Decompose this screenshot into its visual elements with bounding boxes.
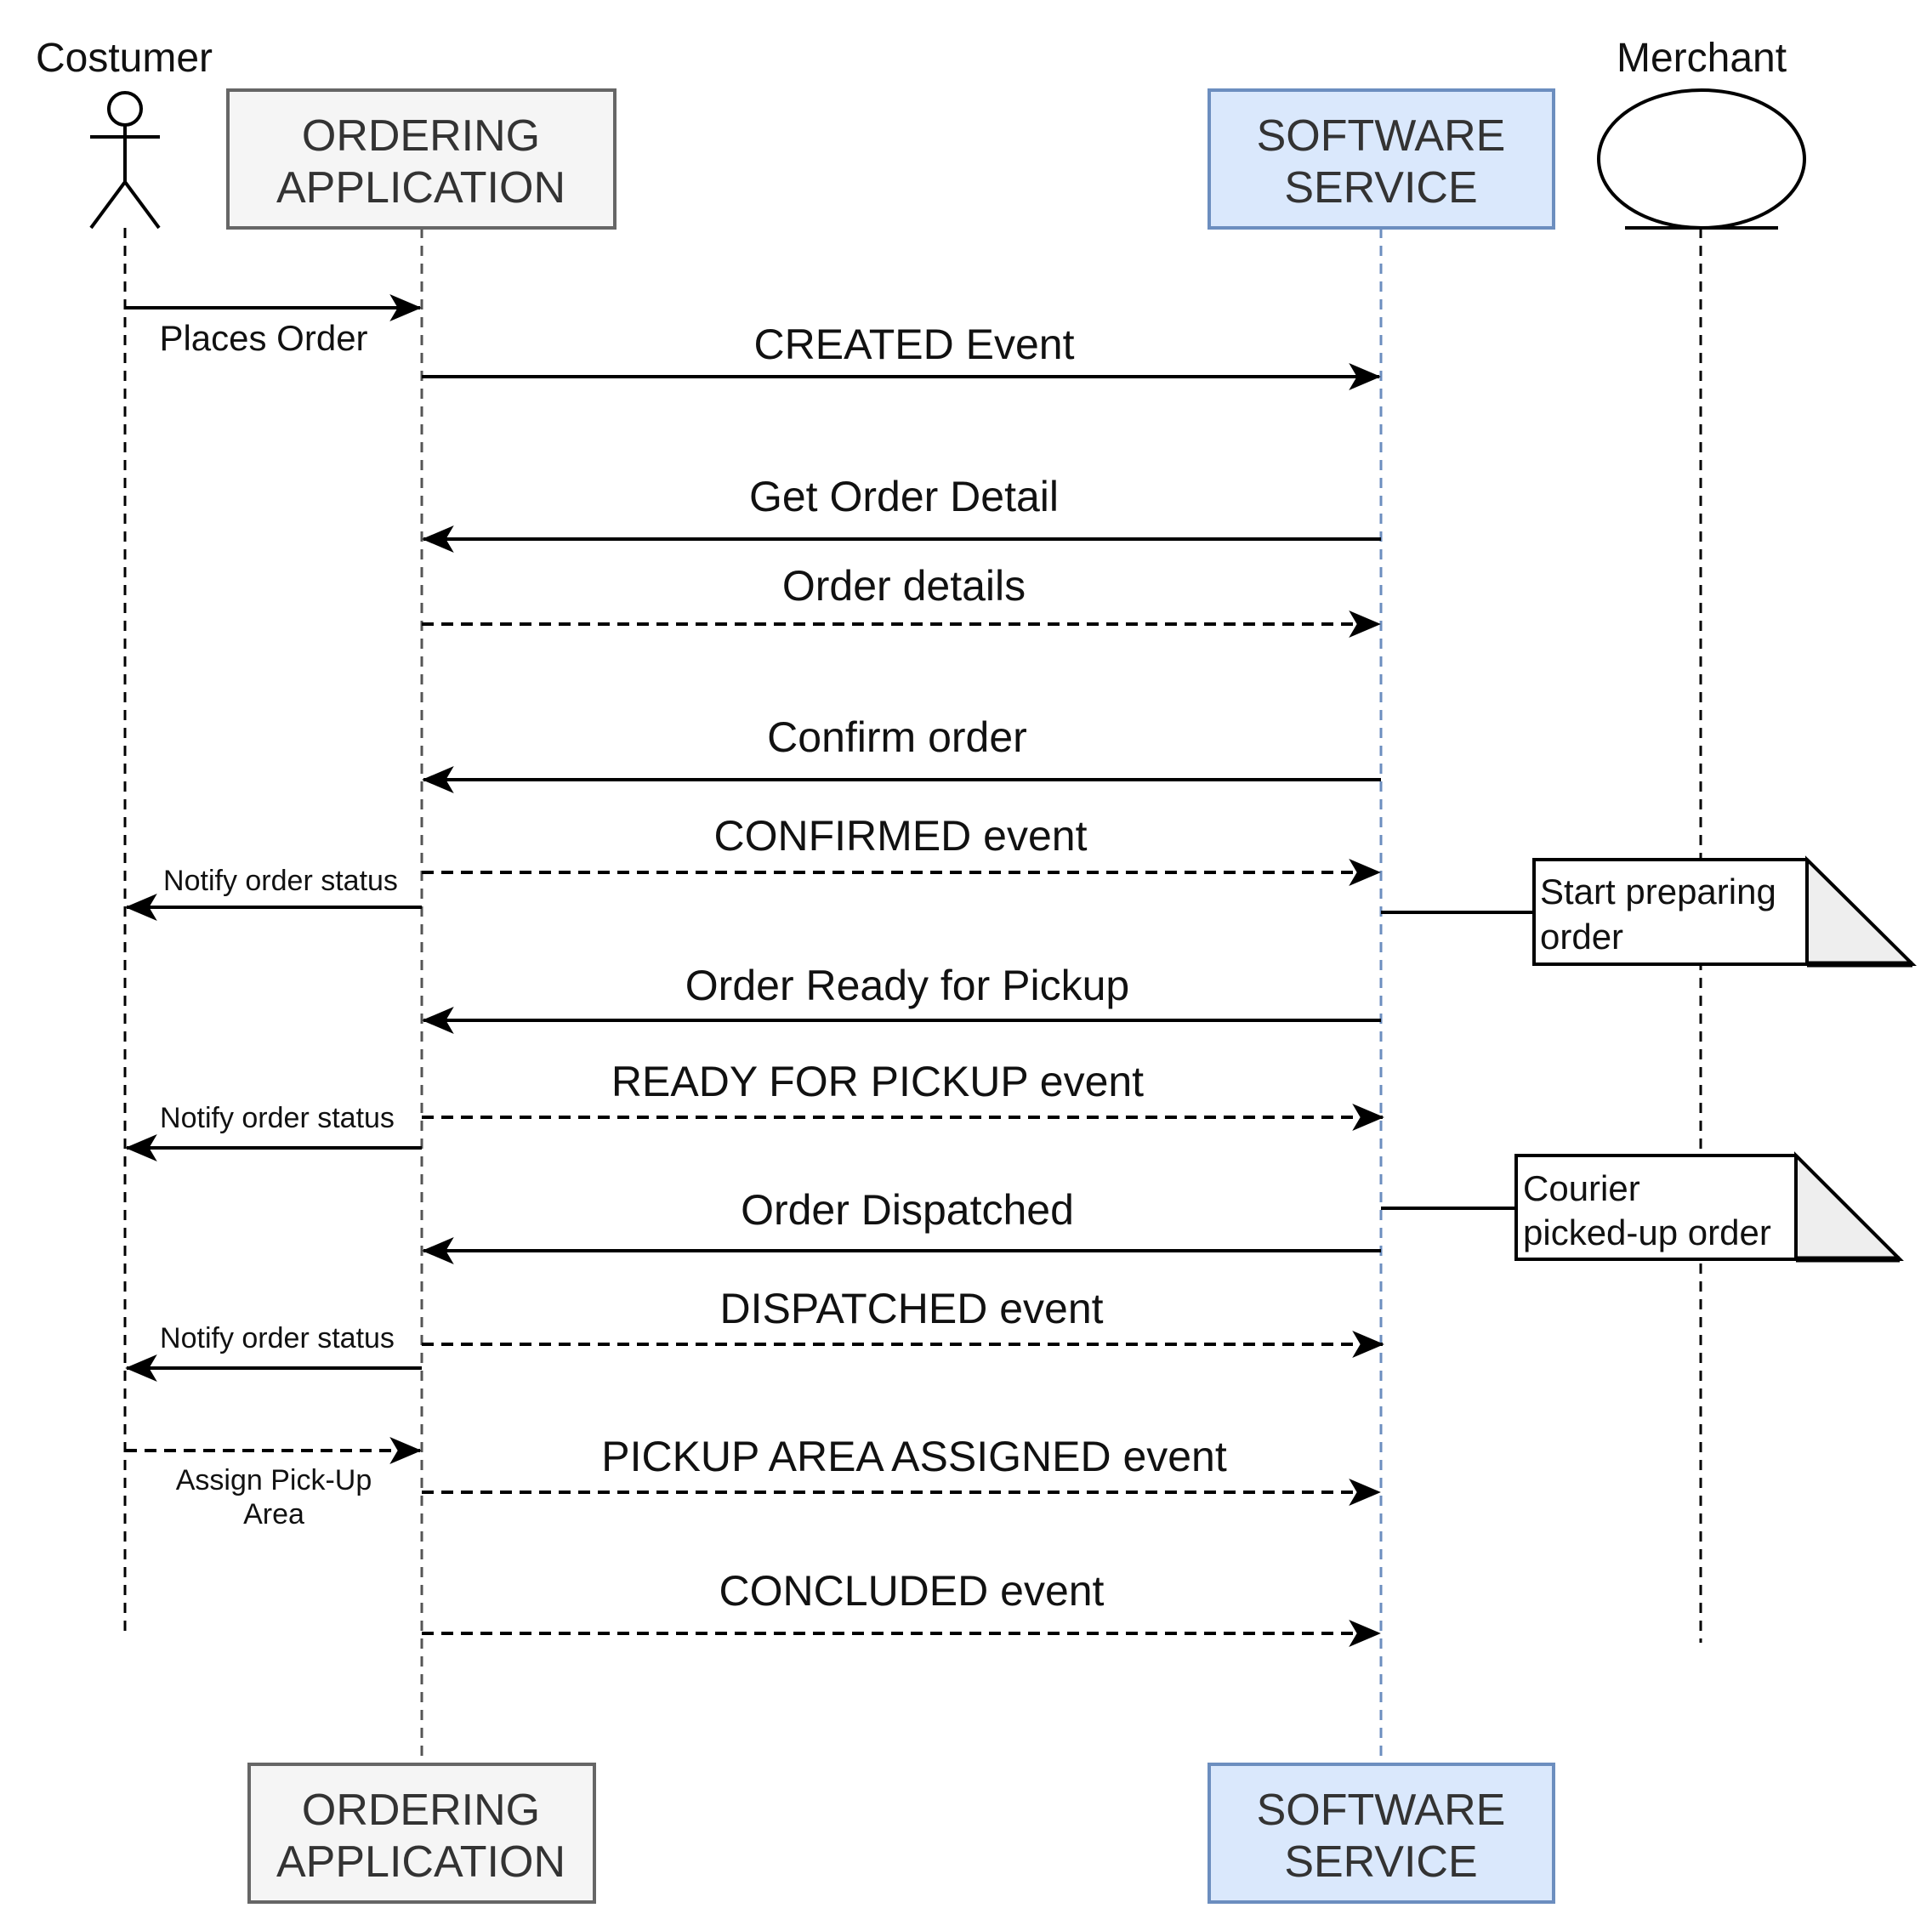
courier-note-line1: Courier — [1523, 1168, 1640, 1208]
start-preparing-note-line1: Start preparing — [1540, 872, 1776, 911]
ordering-app-top-line2: APPLICATION — [276, 163, 565, 213]
entity-icon — [1597, 88, 1806, 230]
software-service-bottom-line1: SOFTWARE — [1257, 1786, 1506, 1835]
confirmed-event-label: CONFIRMED event — [714, 812, 1088, 860]
places-order-label: Places Order — [159, 318, 367, 358]
order-dispatched-label: Order Dispatched — [741, 1186, 1074, 1234]
software-service-top-line1: SOFTWARE — [1257, 111, 1506, 161]
ordering-app-bottom-line1: ORDERING — [302, 1786, 540, 1835]
concluded-event-label: CONCLUDED event — [719, 1567, 1105, 1615]
merchant-label: Merchant — [1617, 36, 1787, 81]
confirm-order-label: Confirm order — [767, 713, 1027, 761]
ordering-app-box-bottom — [247, 1763, 596, 1904]
assign-pickup-label-line2: Area — [243, 1498, 304, 1530]
notify-order-status-label-1: Notify order status — [163, 865, 398, 897]
ordering-app-top-line1: ORDERING — [302, 111, 540, 161]
order-details-label: Order details — [782, 562, 1026, 610]
order-ready-label: Order Ready for Pickup — [685, 962, 1129, 1009]
pickup-area-event-label: PICKUP AREA ASSIGNED event — [601, 1433, 1227, 1480]
created-event-label: CREATED Event — [754, 321, 1075, 368]
get-order-detail-label: Get Order Detail — [749, 473, 1059, 520]
start-preparing-note — [1532, 855, 1917, 968]
software-service-box-bottom — [1208, 1763, 1555, 1904]
software-service-bottom-line2: SERVICE — [1284, 1837, 1477, 1887]
customer-label: Costumer — [36, 36, 213, 81]
software-service-top-line2: SERVICE — [1284, 163, 1477, 213]
ready-event-label: READY FOR PICKUP event — [611, 1058, 1144, 1105]
stick-figure-icon — [89, 91, 161, 230]
courier-note-line2: picked-up order — [1523, 1212, 1771, 1252]
notify-order-status-label-2: Notify order status — [160, 1102, 395, 1134]
ordering-app-bottom-line2: APPLICATION — [276, 1837, 565, 1887]
notify-order-status-label-3: Notify order status — [160, 1322, 395, 1354]
start-preparing-note-line2: order — [1540, 917, 1623, 957]
ordering-app-box-top — [226, 88, 617, 230]
dispatched-event-label: DISPATCHED event — [719, 1285, 1103, 1332]
courier-picked-note — [1514, 1151, 1904, 1263]
assign-pickup-label-line1: Assign Pick-Up — [176, 1464, 372, 1496]
software-service-box-top — [1208, 88, 1555, 230]
